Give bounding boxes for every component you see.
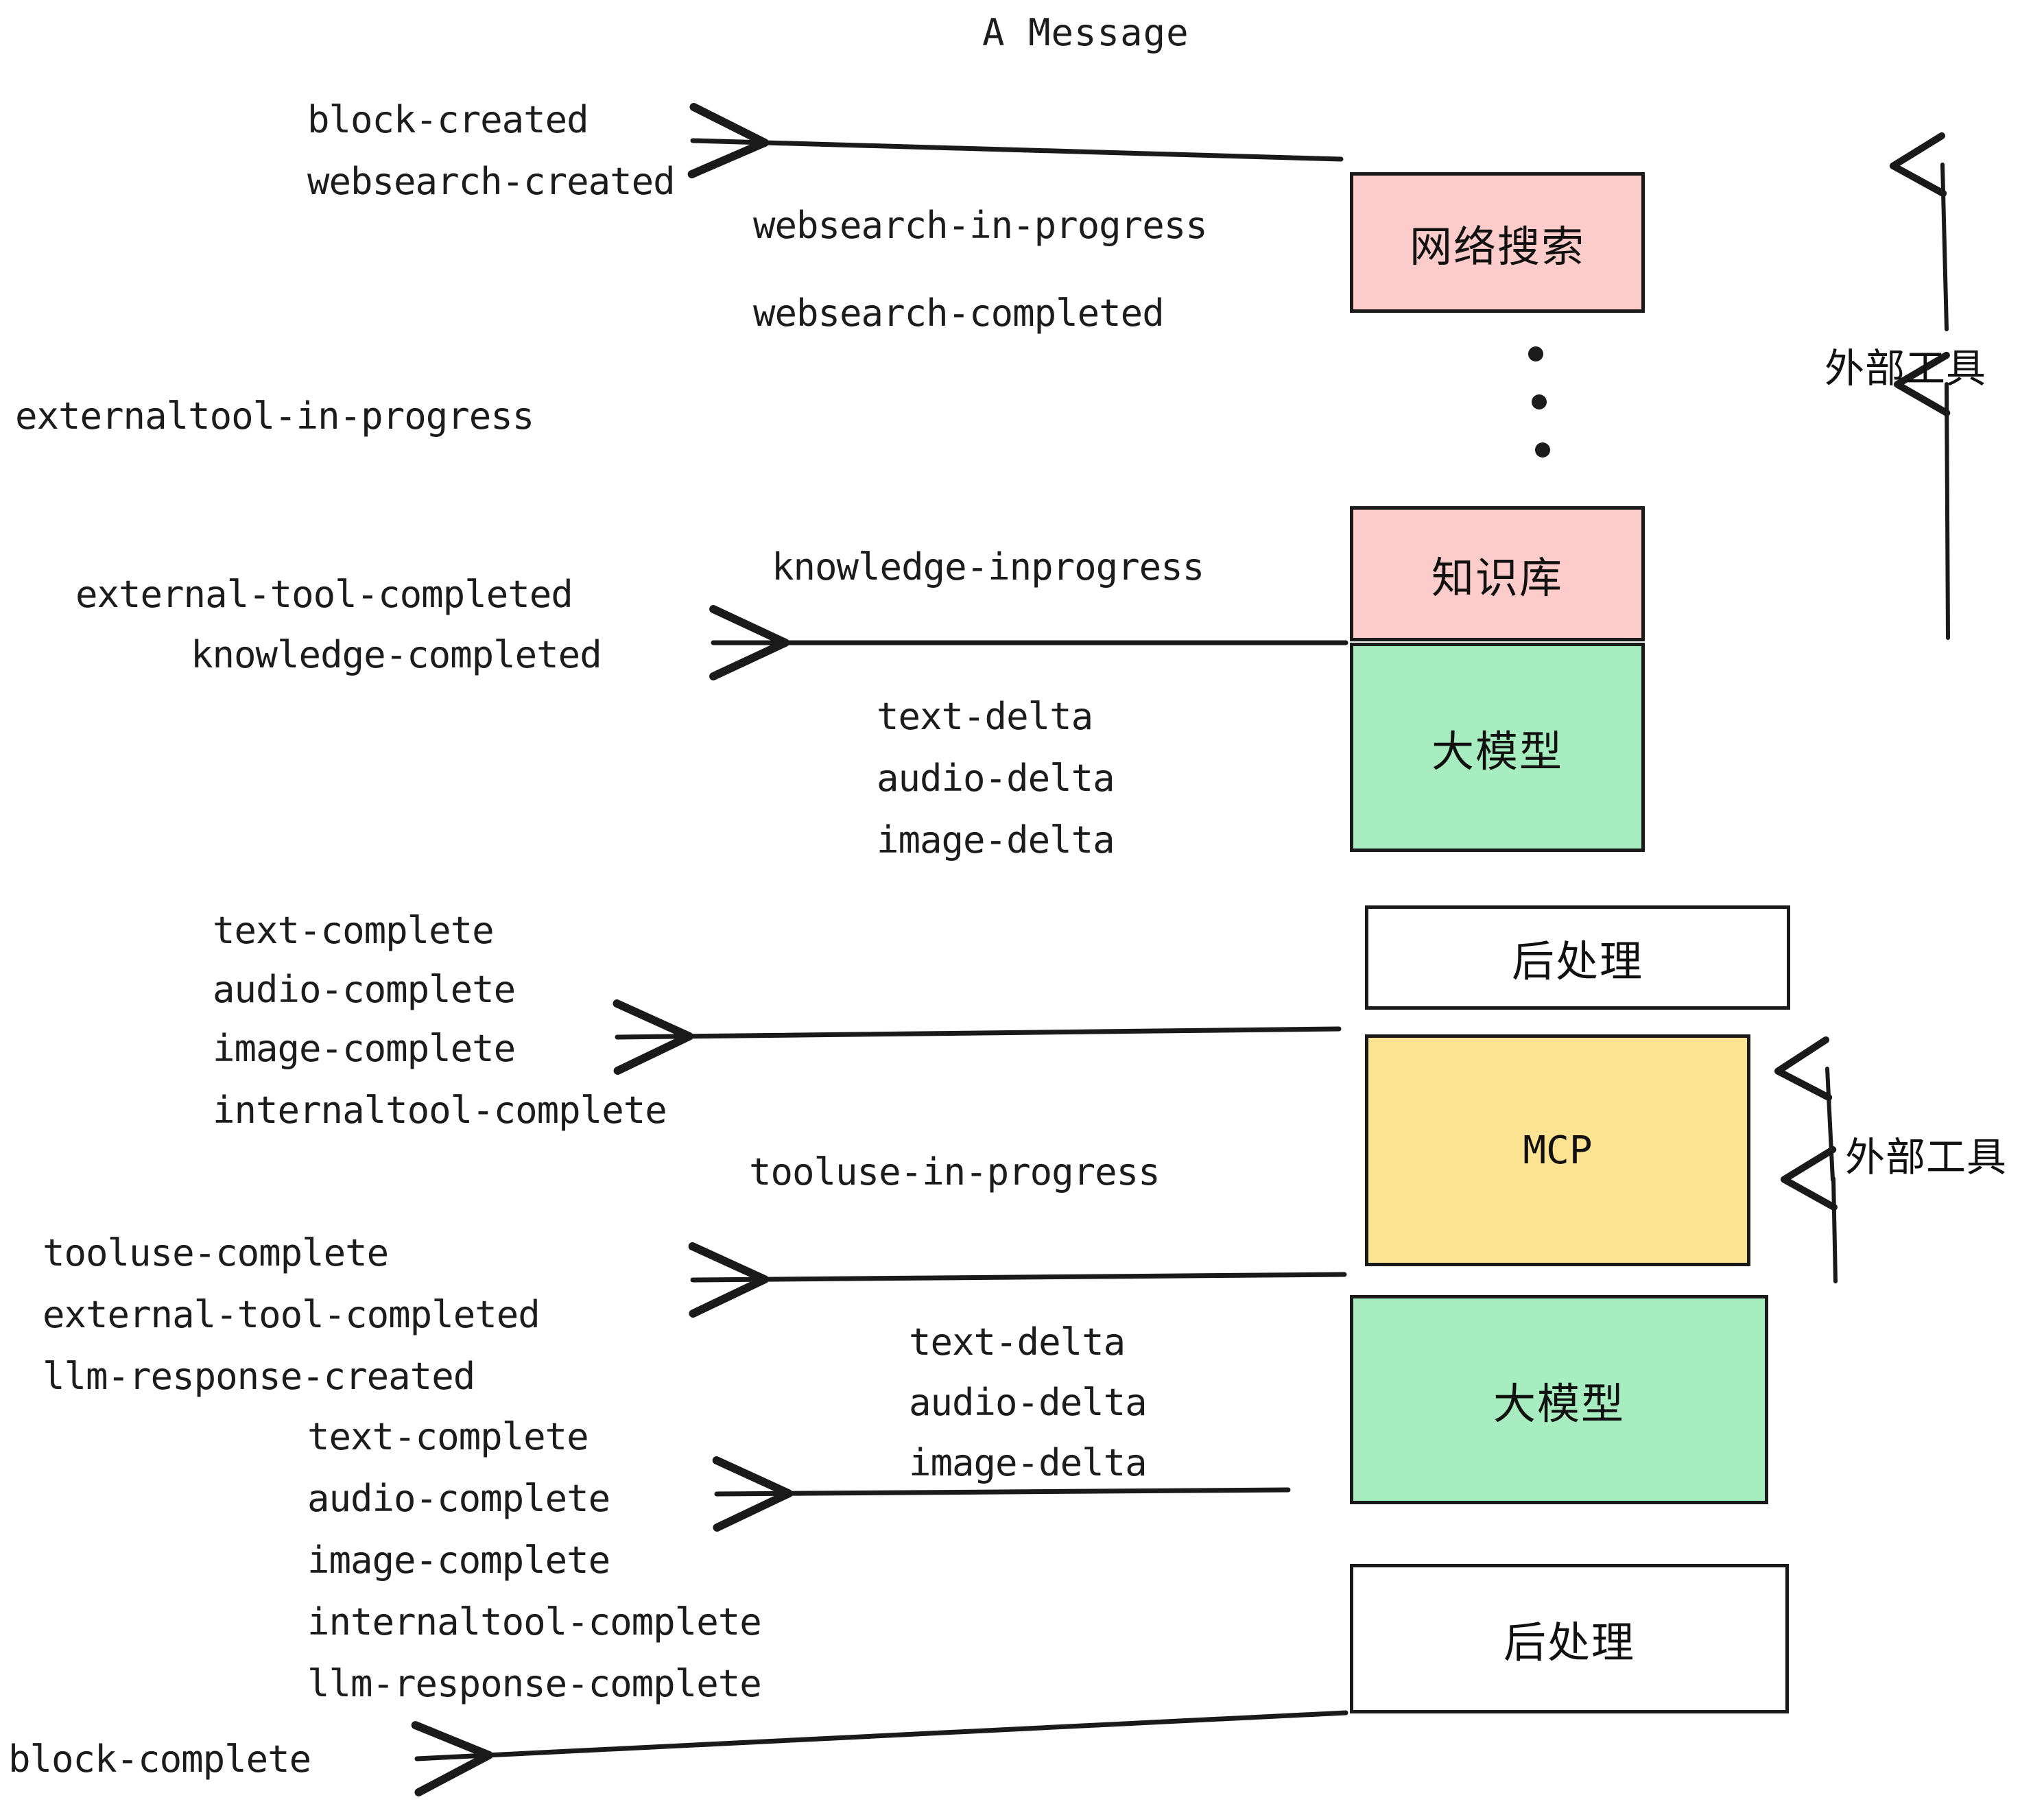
arrow-postproc1-to-image-complete — [613, 999, 1342, 1075]
external-tools-arrow-down-bottom — [1780, 1146, 1838, 1283]
event-block-complete: block-complete — [8, 1737, 311, 1781]
node-postprocess-2[interactable]: 后处理 — [1350, 1564, 1789, 1713]
event-image-complete-2: image-complete — [307, 1539, 610, 1582]
event-websearch-in-progress: websearch-in-progress — [753, 204, 1208, 247]
event-llm-response-complete: llm-response-complete — [307, 1662, 762, 1705]
event-internaltool-complete-2: internaltool-complete — [307, 1600, 762, 1643]
event-audio-complete-2: audio-complete — [307, 1477, 610, 1520]
node-mcp[interactable]: MCP — [1365, 1034, 1750, 1266]
node-websearch-label: 网络搜索 — [1409, 221, 1585, 272]
event-knowledge-inprogress: knowledge-inprogress — [772, 545, 1204, 589]
event-external-tool-completed-2: external-tool-completed — [43, 1293, 540, 1336]
event-knowledge-completed: knowledge-completed — [191, 633, 602, 676]
node-websearch[interactable]: 网络搜索 — [1350, 172, 1645, 313]
event-text-complete-1: text-complete — [213, 909, 495, 952]
event-tooluse-complete: tooluse-complete — [43, 1231, 389, 1274]
event-tooluse-in-progress: tooluse-in-progress — [749, 1150, 1161, 1194]
label-external-tools-bottom: 外部工具 — [1845, 1134, 2008, 1180]
event-internaltool-complete-1: internaltool-complete — [213, 1089, 667, 1132]
node-llm-2-label: 大模型 — [1493, 1378, 1625, 1429]
event-text-delta-1: text-delta — [877, 695, 1093, 738]
arrow-postproc2-to-block-complete — [411, 1710, 1348, 1796]
node-llm-1[interactable]: 大模型 — [1350, 643, 1645, 852]
event-image-delta-1: image-delta — [877, 818, 1115, 862]
event-websearch-created: websearch-created — [307, 160, 676, 203]
event-audio-delta-2: audio-delta — [909, 1381, 1148, 1424]
event-image-complete-1: image-complete — [213, 1027, 516, 1070]
arrow-mcp-to-tooluse-complete — [688, 1242, 1347, 1318]
node-llm-2[interactable]: 大模型 — [1350, 1295, 1768, 1504]
event-audio-complete-1: audio-complete — [213, 968, 516, 1011]
vertical-ellipsis-icon — [1528, 346, 1550, 490]
arrow-websearch-to-block-created — [687, 103, 1344, 178]
node-postprocess-2-label: 后处理 — [1503, 1617, 1635, 1667]
external-tools-arrow-up-top — [1889, 132, 1949, 331]
event-text-delta-2: text-delta — [909, 1320, 1126, 1364]
event-external-tool-completed-1: external-tool-completed — [75, 573, 573, 616]
event-block-created: block-created — [307, 98, 589, 141]
event-llm-response-created: llm-response-created — [43, 1355, 475, 1398]
external-tools-arrow-down-top — [1893, 351, 1951, 640]
node-mcp-label: MCP — [1523, 1128, 1593, 1173]
event-websearch-completed: websearch-completed — [753, 292, 1165, 335]
event-externaltool-in-progress: externaltool-in-progress — [15, 394, 534, 438]
node-llm-1-label: 大模型 — [1431, 726, 1563, 776]
node-knowledge[interactable]: 知识库 — [1350, 506, 1645, 641]
external-tools-arrow-up-bottom — [1774, 1036, 1835, 1182]
page-title: A Message — [982, 11, 1189, 54]
node-postprocess-1[interactable]: 后处理 — [1365, 905, 1790, 1010]
event-image-delta-2: image-delta — [909, 1441, 1148, 1484]
arrow-llm2-to-audio-complete — [712, 1456, 1291, 1532]
event-text-complete-2: text-complete — [307, 1415, 589, 1458]
node-knowledge-label: 知识库 — [1431, 552, 1563, 603]
label-external-tools-top: 外部工具 — [1825, 345, 1987, 392]
event-audio-delta-1: audio-delta — [877, 757, 1115, 800]
node-postprocess-1-label: 后处理 — [1511, 936, 1643, 986]
